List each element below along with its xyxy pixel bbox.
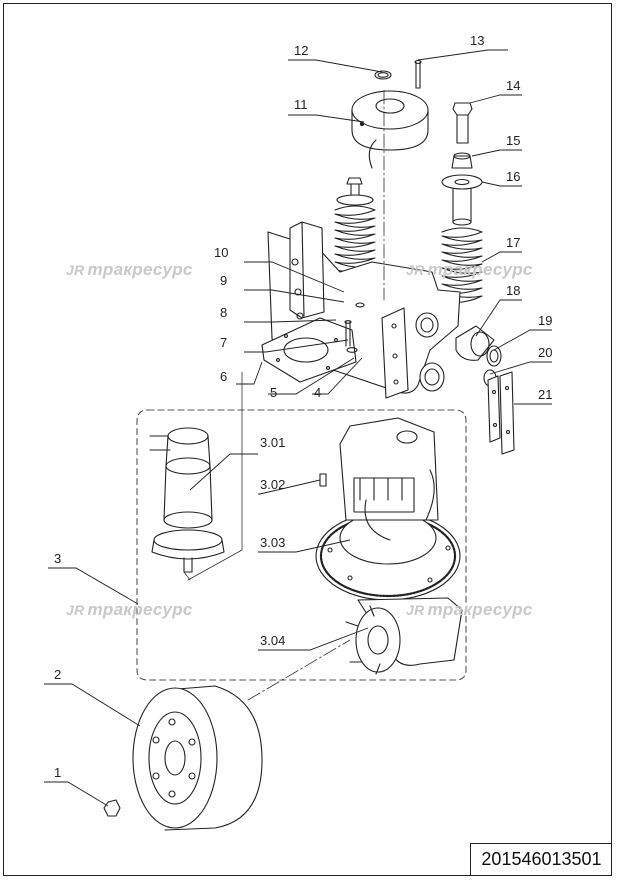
- callout-10: 10: [214, 245, 229, 260]
- callout-18: 18: [506, 283, 521, 298]
- part-3-01-motor: [149, 427, 225, 573]
- callout-6: 6: [220, 369, 228, 384]
- callout-2: 2: [54, 667, 62, 682]
- main-frame: [261, 221, 461, 399]
- callout-12: 12: [294, 43, 309, 58]
- callout-20: 20: [538, 345, 553, 360]
- part-19-ring: [486, 345, 502, 367]
- part-17-spring: [441, 227, 483, 303]
- callout-8: 8: [220, 305, 228, 320]
- callout-7: 7: [220, 335, 228, 350]
- callout-14: 14: [506, 78, 521, 93]
- part-3-02-key: [319, 473, 327, 487]
- callout-5: 5: [270, 385, 278, 400]
- callout-3: 3: [54, 551, 62, 566]
- callout-13: 13: [470, 33, 485, 48]
- part-11-brake: [351, 90, 429, 169]
- part-2-wheel: [132, 685, 263, 831]
- part-13-screw: [414, 59, 422, 89]
- callout-15: 15: [506, 133, 521, 148]
- left-spring-assembly: [334, 177, 376, 278]
- document-number: 201546013501: [470, 843, 612, 876]
- part-14-bolt: [452, 102, 473, 144]
- callout-11: 11: [294, 97, 308, 112]
- callout-16: 16: [506, 169, 521, 184]
- callout-3-03: 3.03: [260, 535, 286, 550]
- part-21-rails: [487, 371, 515, 455]
- drawing-frame: [3, 3, 612, 876]
- callout-3-04: 3.04: [260, 633, 286, 648]
- callout-1: 1: [54, 765, 62, 780]
- subassembly-boundary: [136, 409, 467, 681]
- part-3-04-hub: [345, 597, 463, 675]
- callout-4: 4: [314, 385, 322, 400]
- part-3-03-gearbox: [315, 417, 461, 601]
- part-18-bearing: [455, 325, 495, 361]
- callout-3-02: 3.02: [260, 477, 286, 492]
- part-1-nut: [103, 799, 121, 817]
- part-12-ring: [374, 70, 392, 80]
- callout-17: 17: [506, 235, 521, 250]
- callout-19: 19: [538, 313, 553, 328]
- part-15-nut: [451, 152, 473, 169]
- callout-21: 21: [538, 387, 553, 402]
- callout-9: 9: [220, 273, 228, 288]
- callout-3-01: 3.01: [260, 435, 286, 450]
- part-16-bushing: [441, 174, 483, 226]
